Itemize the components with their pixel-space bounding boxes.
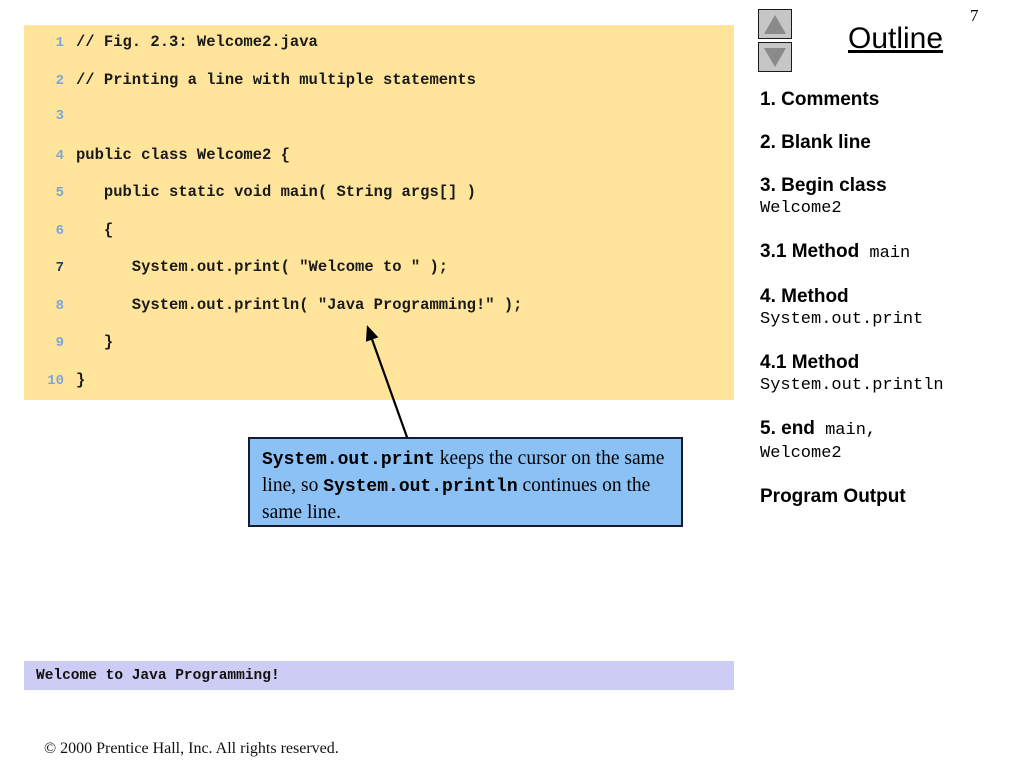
nav-down-button[interactable] xyxy=(758,42,792,72)
outline-panel: Outline 1. Comments 2. Blank line 3. Begin… xyxy=(752,0,1024,768)
outline-title: Outline xyxy=(848,22,944,55)
outline-item-code-line: System.out.print xyxy=(760,310,924,329)
outline-item[interactable]: Program Output xyxy=(760,485,1024,508)
callout-code-span: System.out.println xyxy=(323,477,518,497)
callout-box: System.out.print keeps the cursor on the… xyxy=(248,437,683,527)
outline-item-label-text: 4.1 Method xyxy=(760,352,860,373)
code-line-number: 2 xyxy=(55,72,64,89)
outline-item-label-text: 1. Comments xyxy=(760,89,880,110)
nav-up-button[interactable] xyxy=(758,9,792,39)
code-line-text: System.out.print( "Welcome to " ); xyxy=(76,258,449,276)
footer-copyright: © 2000 Prentice Hall, Inc. All rights re… xyxy=(44,740,339,757)
nav-buttons xyxy=(758,9,794,75)
code-line-text: } xyxy=(76,370,86,389)
code-line-text: public static void main( String args[] ) xyxy=(76,183,476,201)
code-line: 10} xyxy=(24,371,734,409)
code-line: 4 public class Welcome2 { xyxy=(24,146,734,184)
code-line-number: 3 xyxy=(55,108,64,124)
outline-item-label-text: Program Output xyxy=(760,486,906,507)
code-line: 6 { xyxy=(24,221,734,259)
outline-item[interactable]: 5. end main, Welcome2 xyxy=(760,417,1024,465)
triangle-up-icon xyxy=(764,14,786,34)
outline-item-label: 4.1 Method xyxy=(760,351,1024,374)
outline-item-code-suffix: main xyxy=(859,244,911,263)
outline-item-label-text: 3. Begin class xyxy=(760,175,887,196)
code-line: 7 System.out.print( "Welcome to " ); xyxy=(24,258,734,296)
program-output-bar: Welcome to Java Programming! xyxy=(24,661,734,690)
code-line-text: public class Welcome2 { xyxy=(76,145,290,164)
code-line: 3 xyxy=(24,108,734,146)
code-line: 8 System.out.println( "Java Programming!… xyxy=(24,296,734,334)
callout-code-span: System.out.print xyxy=(262,450,435,470)
code-line: 9 } xyxy=(24,333,734,371)
code-line-number: 8 xyxy=(55,297,64,314)
outline-item-label-text: 4. Method xyxy=(760,286,849,307)
code-line-text: // Fig. 2.3: Welcome2.java xyxy=(76,33,318,51)
code-line-text: } xyxy=(76,333,114,351)
outline-item-label-text: 2. Blank line xyxy=(760,132,871,153)
outline-item-label: 3. Begin class xyxy=(760,174,1024,197)
callout-text: System.out.print keeps the cursor on the… xyxy=(262,446,669,525)
outline-item-label: 4. Method xyxy=(760,285,1024,308)
code-line-number: 9 xyxy=(55,335,64,351)
page-number: 7 xyxy=(970,6,979,25)
outline-item-label: Program Output xyxy=(760,485,1024,508)
code-line-number: 1 xyxy=(55,35,64,51)
code-line: 2 // Printing a line with multiple statem… xyxy=(24,71,734,109)
code-line-number: 4 xyxy=(55,147,64,164)
code-line-number: 6 xyxy=(55,222,64,239)
outline-item-code-suffix: main, xyxy=(814,421,877,440)
code-line-number: 7 xyxy=(55,260,64,276)
outline-item[interactable]: 2. Blank line xyxy=(760,131,1024,154)
outline-item[interactable]: 1. Comments xyxy=(760,88,1024,111)
code-line: 5 public static void main( String args[]… xyxy=(24,183,734,221)
outline-item-label: 3.1 Method main xyxy=(760,240,1024,265)
code-line-text: System.out.println( "Java Programming!" … xyxy=(76,295,523,314)
code-line-text: // Printing a line with multiple stateme… xyxy=(76,70,476,89)
outline-item-code-line: Welcome2 xyxy=(760,444,842,463)
outline-item-code-line: System.out.println xyxy=(760,376,944,395)
callout-prose-span: continues on the same line. xyxy=(262,475,651,523)
outline-item-code-line: Welcome2 xyxy=(760,199,842,218)
outline-item[interactable]: 3.1 Method main xyxy=(760,240,1024,265)
code-line-text: { xyxy=(76,220,114,239)
triangle-down-icon xyxy=(764,47,786,67)
outline-item-label: 2. Blank line xyxy=(760,131,1024,154)
code-line: 1 // Fig. 2.3: Welcome2.java xyxy=(24,33,734,71)
outline-item-label-text: 3.1 Method xyxy=(760,241,860,262)
callout-prose-span: keeps the cursor on the same line, so xyxy=(262,448,665,496)
code-listing: 1 // Fig. 2.3: Welcome2.java 2 // Printing … xyxy=(24,25,734,400)
code-line-number: 5 xyxy=(55,185,64,201)
outline-item-label: 5. end main, xyxy=(760,417,1024,442)
program-output-text: Welcome to Java Programming! xyxy=(36,667,280,684)
outline-item-label: 1. Comments xyxy=(760,88,1024,111)
code-line-number: 10 xyxy=(47,372,64,389)
outline-item-label-text: 5. end xyxy=(760,418,815,439)
